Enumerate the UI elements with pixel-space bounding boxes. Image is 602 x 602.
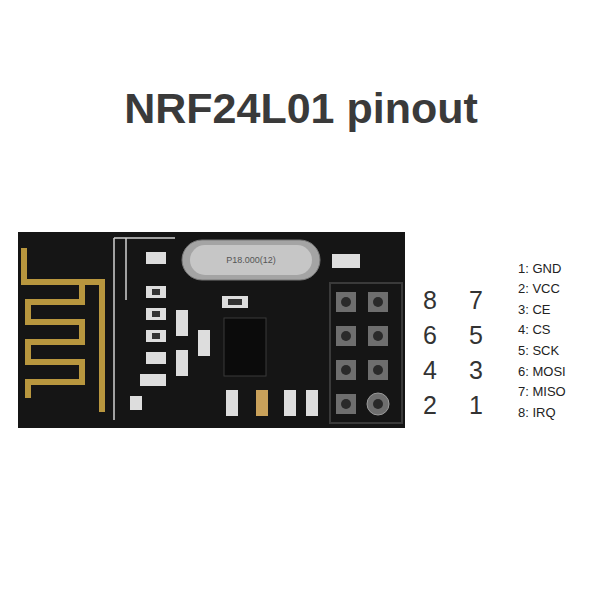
pin-name: 8: IRQ: [518, 405, 556, 420]
pin-number: 7: [469, 286, 483, 315]
pin-number: 2: [423, 391, 437, 420]
header-pad: [368, 326, 388, 346]
smd-part: [284, 390, 296, 416]
pin-name: 7: MISO: [518, 384, 566, 399]
crystal-marking: P18.000(12): [226, 255, 276, 265]
smd-part: [130, 396, 142, 410]
rf-chip: [224, 318, 266, 376]
smd-body: [152, 311, 160, 317]
pin-name: 3: CE: [518, 302, 551, 317]
pin-number: 4: [423, 356, 437, 385]
pin-number: 1: [469, 391, 483, 420]
smd-part: [332, 254, 360, 268]
smd-part: [198, 330, 210, 356]
pad-hole: [373, 365, 383, 375]
pin-name: 1: GND: [518, 261, 561, 276]
pad-hole: [373, 297, 383, 307]
header-pad: [336, 292, 356, 312]
smd-part: [256, 390, 268, 416]
pad-hole: [341, 399, 351, 409]
pin-name: 4: CS: [518, 322, 551, 337]
title: NRF24L01 pinout: [124, 84, 478, 133]
silkscreen-line: [114, 238, 175, 420]
smd-part: [146, 252, 166, 264]
pcb-board: [18, 232, 405, 428]
pin-name: 2: VCC: [518, 281, 560, 296]
crystal: [182, 240, 320, 280]
antenna-feed: [82, 282, 102, 412]
pad-hole: [341, 297, 351, 307]
smd-part: [176, 350, 188, 376]
header-pad: [336, 394, 356, 414]
header-outline: [330, 283, 402, 423]
smd-part: [146, 352, 166, 364]
antenna-trace: [24, 248, 82, 398]
pad-hole: [341, 331, 351, 341]
header-pad: [336, 326, 356, 346]
pin-number: 8: [423, 286, 437, 315]
smd-body: [152, 333, 160, 339]
pin-name: 5: SCK: [518, 343, 559, 358]
pin-number: 6: [423, 321, 437, 350]
pin-number: 3: [469, 356, 483, 385]
header-pad: [367, 393, 389, 415]
pad-hole: [373, 399, 383, 409]
header-pad: [368, 360, 388, 380]
pad-hole: [341, 365, 351, 375]
pad-hole: [373, 331, 383, 341]
smd-part: [176, 310, 188, 336]
smd-part: [222, 296, 248, 308]
smd-body: [228, 299, 242, 305]
smd-part: [146, 286, 166, 298]
smd-part: [306, 390, 318, 416]
pin-name: 6: MOSI: [518, 364, 566, 379]
smd-part: [140, 374, 166, 386]
smd-part: [146, 330, 166, 342]
smd-part: [146, 308, 166, 320]
header-pad: [368, 292, 388, 312]
crystal-top: [190, 245, 312, 275]
smd-part: [226, 390, 238, 416]
smd-body: [152, 289, 160, 295]
pin-number: 5: [469, 321, 483, 350]
header-pad: [336, 360, 356, 380]
